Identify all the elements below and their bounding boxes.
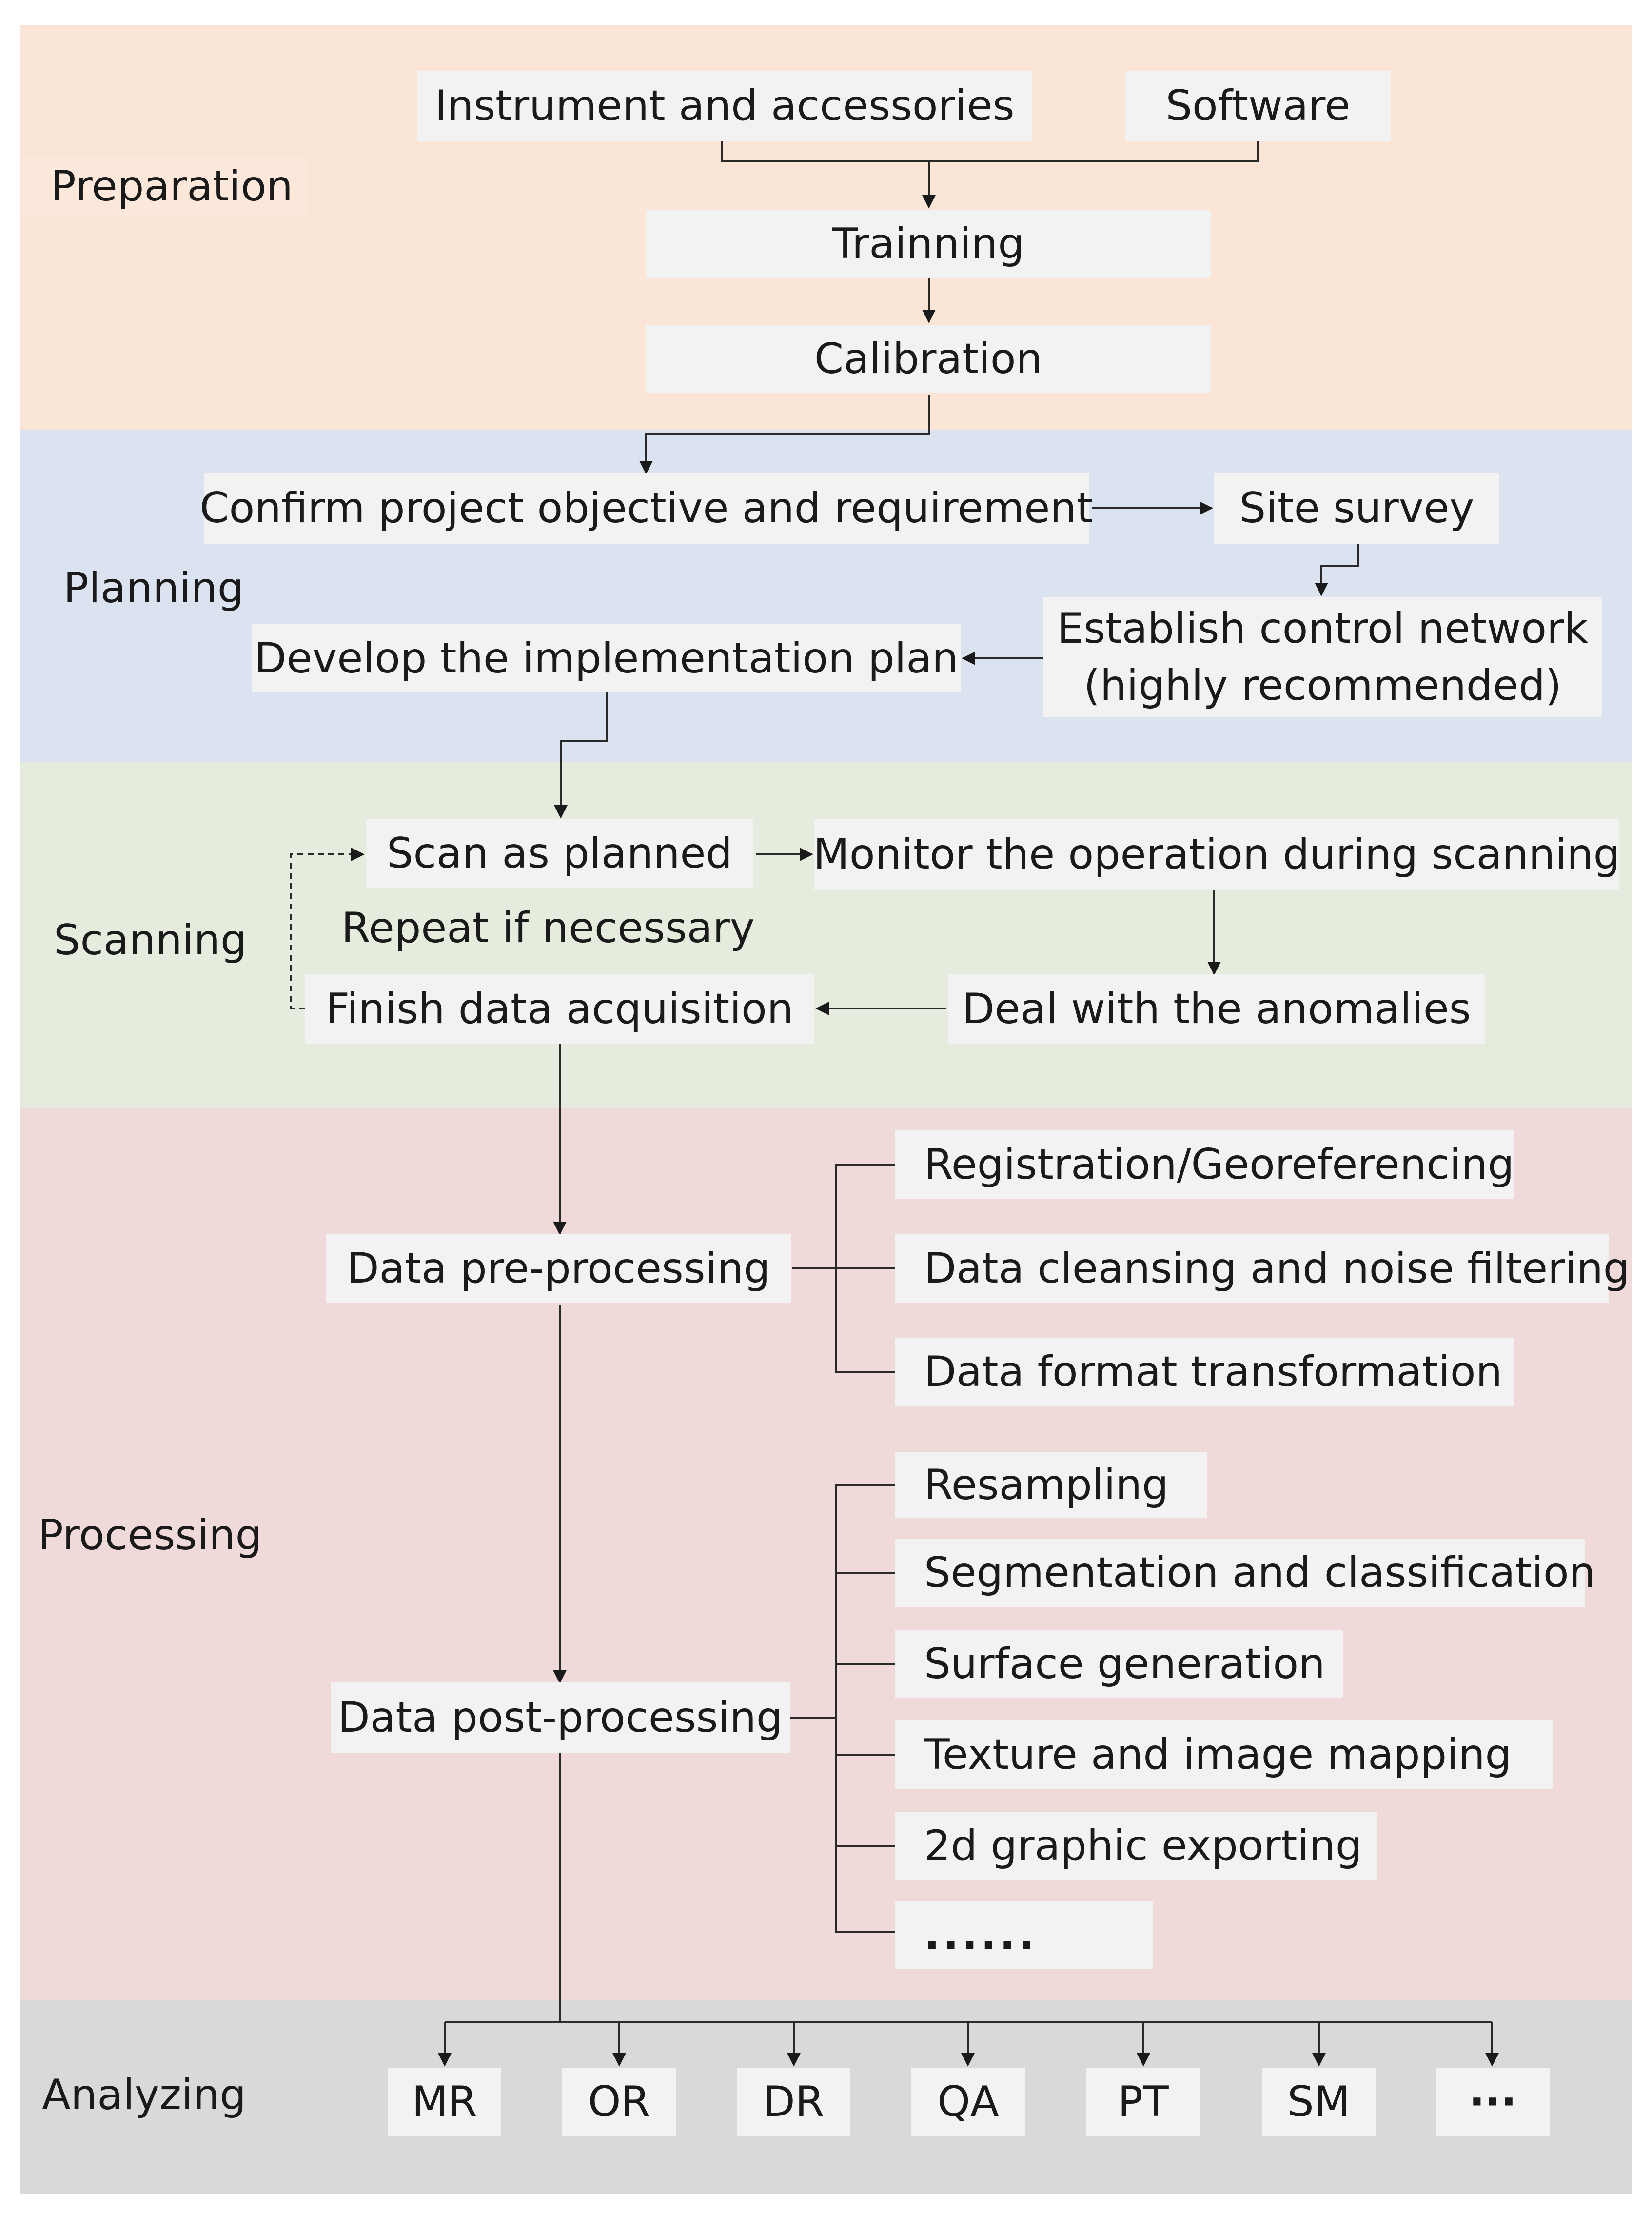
stage-label-scanning: Scanning xyxy=(54,916,247,965)
control-network-line1: Establish control network xyxy=(1057,604,1589,653)
calibration-box: Calibration xyxy=(646,325,1211,393)
software-box: Software xyxy=(1125,71,1391,141)
post-step-more: ...... xyxy=(895,1901,1153,1969)
control-network-line2: (highly recommended) xyxy=(1083,661,1562,710)
stage-label-preparation: Preparation xyxy=(21,156,307,217)
control-network-box: Establish control network (highly recomm… xyxy=(1043,597,1602,717)
pre-step-registration: Registration/Georeferencing xyxy=(895,1130,1514,1199)
post-step-2d-export: 2d graphic exporting xyxy=(895,1812,1377,1880)
stage-label-analyzing: Analyzing xyxy=(42,2071,246,2119)
site-survey-box: Site survey xyxy=(1214,473,1499,544)
post-step-resampling: Resampling xyxy=(895,1452,1207,1518)
pre-step-cleansing: Data cleansing and noise filtering xyxy=(895,1234,1630,1303)
implementation-plan-box: Develop the implementation plan xyxy=(252,624,961,692)
analyzing-output-mr: MR xyxy=(388,2068,501,2136)
repeat-label: Repeat if necessary xyxy=(341,904,755,952)
analyzing-output-sm: SM xyxy=(1262,2068,1376,2136)
post-step-texture: Texture and image mapping xyxy=(895,1720,1553,1789)
post-step-surface: Surface generation xyxy=(895,1630,1343,1698)
analyzing-output-more: ··· xyxy=(1436,2068,1550,2136)
finish-acquisition-box: Finish data acquisition xyxy=(305,974,814,1044)
training-box: Trainning xyxy=(646,210,1211,278)
pre-processing-box: Data pre-processing xyxy=(326,1234,791,1303)
stage-label-processing: Processing xyxy=(38,1511,262,1560)
instrument-box: Instrument and accessories xyxy=(417,71,1032,141)
analyzing-output-or: OR xyxy=(562,2068,676,2136)
scanning-band xyxy=(20,762,1632,1108)
post-step-segmentation: Segmentation and classification xyxy=(895,1539,1595,1607)
stage-label-planning: Planning xyxy=(63,564,244,613)
analyzing-output-pt: PT xyxy=(1086,2068,1200,2136)
analyzing-output-qa: QA xyxy=(911,2068,1025,2136)
pre-step-format: Data format transformation xyxy=(895,1338,1514,1406)
anomalies-box: Deal with the anomalies xyxy=(948,974,1485,1044)
analyzing-output-dr: DR xyxy=(737,2068,850,2136)
scan-as-planned-box: Scan as planned xyxy=(366,819,753,888)
post-processing-box: Data post-processing xyxy=(331,1682,790,1753)
confirm-objective-box: Confirm project objective and requiremen… xyxy=(200,473,1093,544)
monitor-operation-box: Monitor the operation during scanning xyxy=(813,819,1620,890)
